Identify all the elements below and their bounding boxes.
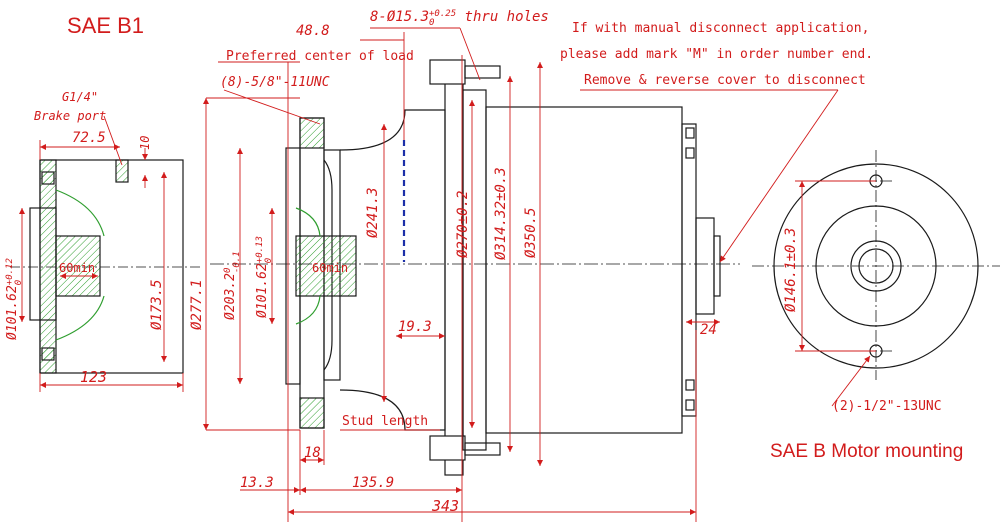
center-view-dimensions bbox=[203, 27, 839, 522]
load-center-value: 48.8 bbox=[296, 23, 330, 39]
manual-note-line3: Remove & reverse cover to disconnect bbox=[584, 73, 866, 88]
main-title: SAE B1 bbox=[67, 13, 145, 38]
unc-12-label: (2)-1/2"-13UNC bbox=[832, 399, 942, 414]
load-center-label: Preferred center of load bbox=[226, 49, 414, 64]
mounting-title: SAE B Motor mounting bbox=[770, 441, 964, 462]
min-center: 60min bbox=[312, 261, 349, 275]
dim-270: Ø270±0.2 bbox=[455, 190, 471, 258]
dim-241-3: Ø241.3 bbox=[365, 187, 381, 238]
dim-343: 343 bbox=[432, 497, 460, 515]
manual-note-line1: If with manual disconnect application, bbox=[572, 21, 870, 36]
dim-173-5: Ø173.5 bbox=[149, 279, 165, 330]
brake-port-size: G1/4" bbox=[62, 90, 99, 104]
right-view-dimensions bbox=[795, 180, 876, 407]
unc-58-label: (8)-5/8"-11UNC bbox=[220, 75, 330, 90]
dim-277-1: Ø277.1 bbox=[189, 279, 205, 330]
dim-24: 24 bbox=[700, 322, 717, 338]
brake-port-label: Brake port bbox=[34, 109, 107, 123]
manual-note-line2: please add mark "M" in order number end. bbox=[560, 47, 874, 62]
dim-350-5: Ø350.5 bbox=[523, 207, 539, 258]
left-view bbox=[29, 159, 184, 374]
dim-19-3: 19.3 bbox=[398, 319, 432, 335]
dim-72-5: 72.5 bbox=[72, 130, 106, 146]
dim-10: 10 bbox=[138, 135, 152, 150]
dim-146-1: Ø146.1±0.3 bbox=[783, 227, 799, 312]
dim-18: 18 bbox=[304, 445, 321, 461]
left-view-dimensions bbox=[19, 115, 184, 392]
dim-135-9: 135.9 bbox=[352, 475, 395, 491]
center-view bbox=[285, 59, 721, 476]
min-left: 60min bbox=[59, 261, 96, 275]
dim-13-3: 13.3 bbox=[240, 475, 274, 491]
dim-123: 123 bbox=[80, 368, 108, 386]
stud-length-label: Stud length bbox=[342, 414, 429, 429]
dim-314-32: Ø314.32±0.3 bbox=[493, 167, 509, 260]
